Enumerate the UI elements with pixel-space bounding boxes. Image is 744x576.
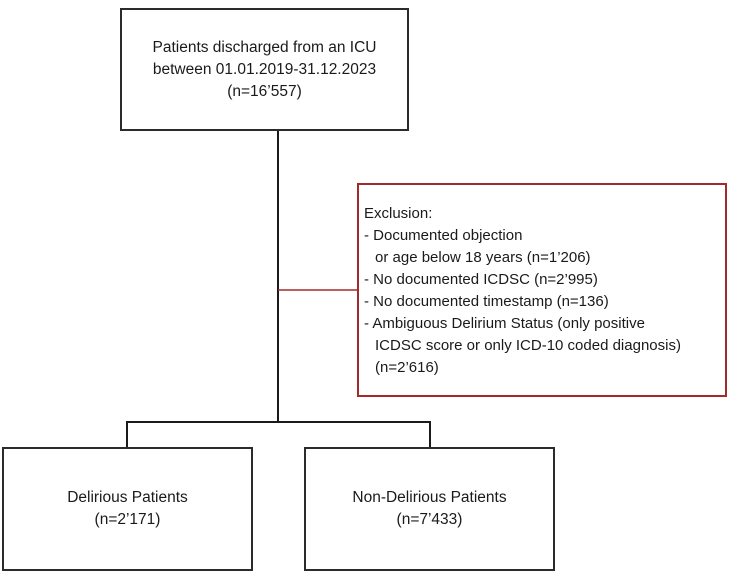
exclusion-line: - Ambiguous Delirium Status (only positi… [364,315,645,332]
all-patients-line1: Patients discharged from an ICU [152,38,377,56]
exclusion-line: - No documented ICDSC (n=2’995) [364,271,598,288]
all-patients-box: Patients discharged from an ICU between … [120,8,409,131]
delirious-patients-count: (n=2’171) [94,511,161,528]
all-patients-count: (n=16’557) [227,82,302,100]
exclusion-box: Exclusion: - Documented objection or age… [357,183,727,397]
exclusion-line: ICDSC score or only ICD-10 coded diagnos… [375,337,681,354]
exclusion-title: Exclusion: [364,205,433,222]
exclusion-line: or age below 18 years (n=1’206) [375,249,591,266]
exclusion-line: (n=2’616) [375,359,439,376]
all-patients-line2: between 01.01.2019-31.12.2023 [152,60,377,78]
exclusion-line: - No documented timestamp (n=136) [364,293,609,310]
non-delirious-patients-count: (n=7’433) [396,511,463,528]
non-delirious-patients-box: Non-Delirious Patients (n=7’433) [304,447,555,571]
exclusion-line: - Documented objection [364,227,523,244]
delirious-patients-box: Delirious Patients (n=2’171) [2,447,253,571]
delirious-patients-label: Delirious Patients [67,489,188,506]
non-delirious-patients-label: Non-Delirious Patients [352,489,507,506]
